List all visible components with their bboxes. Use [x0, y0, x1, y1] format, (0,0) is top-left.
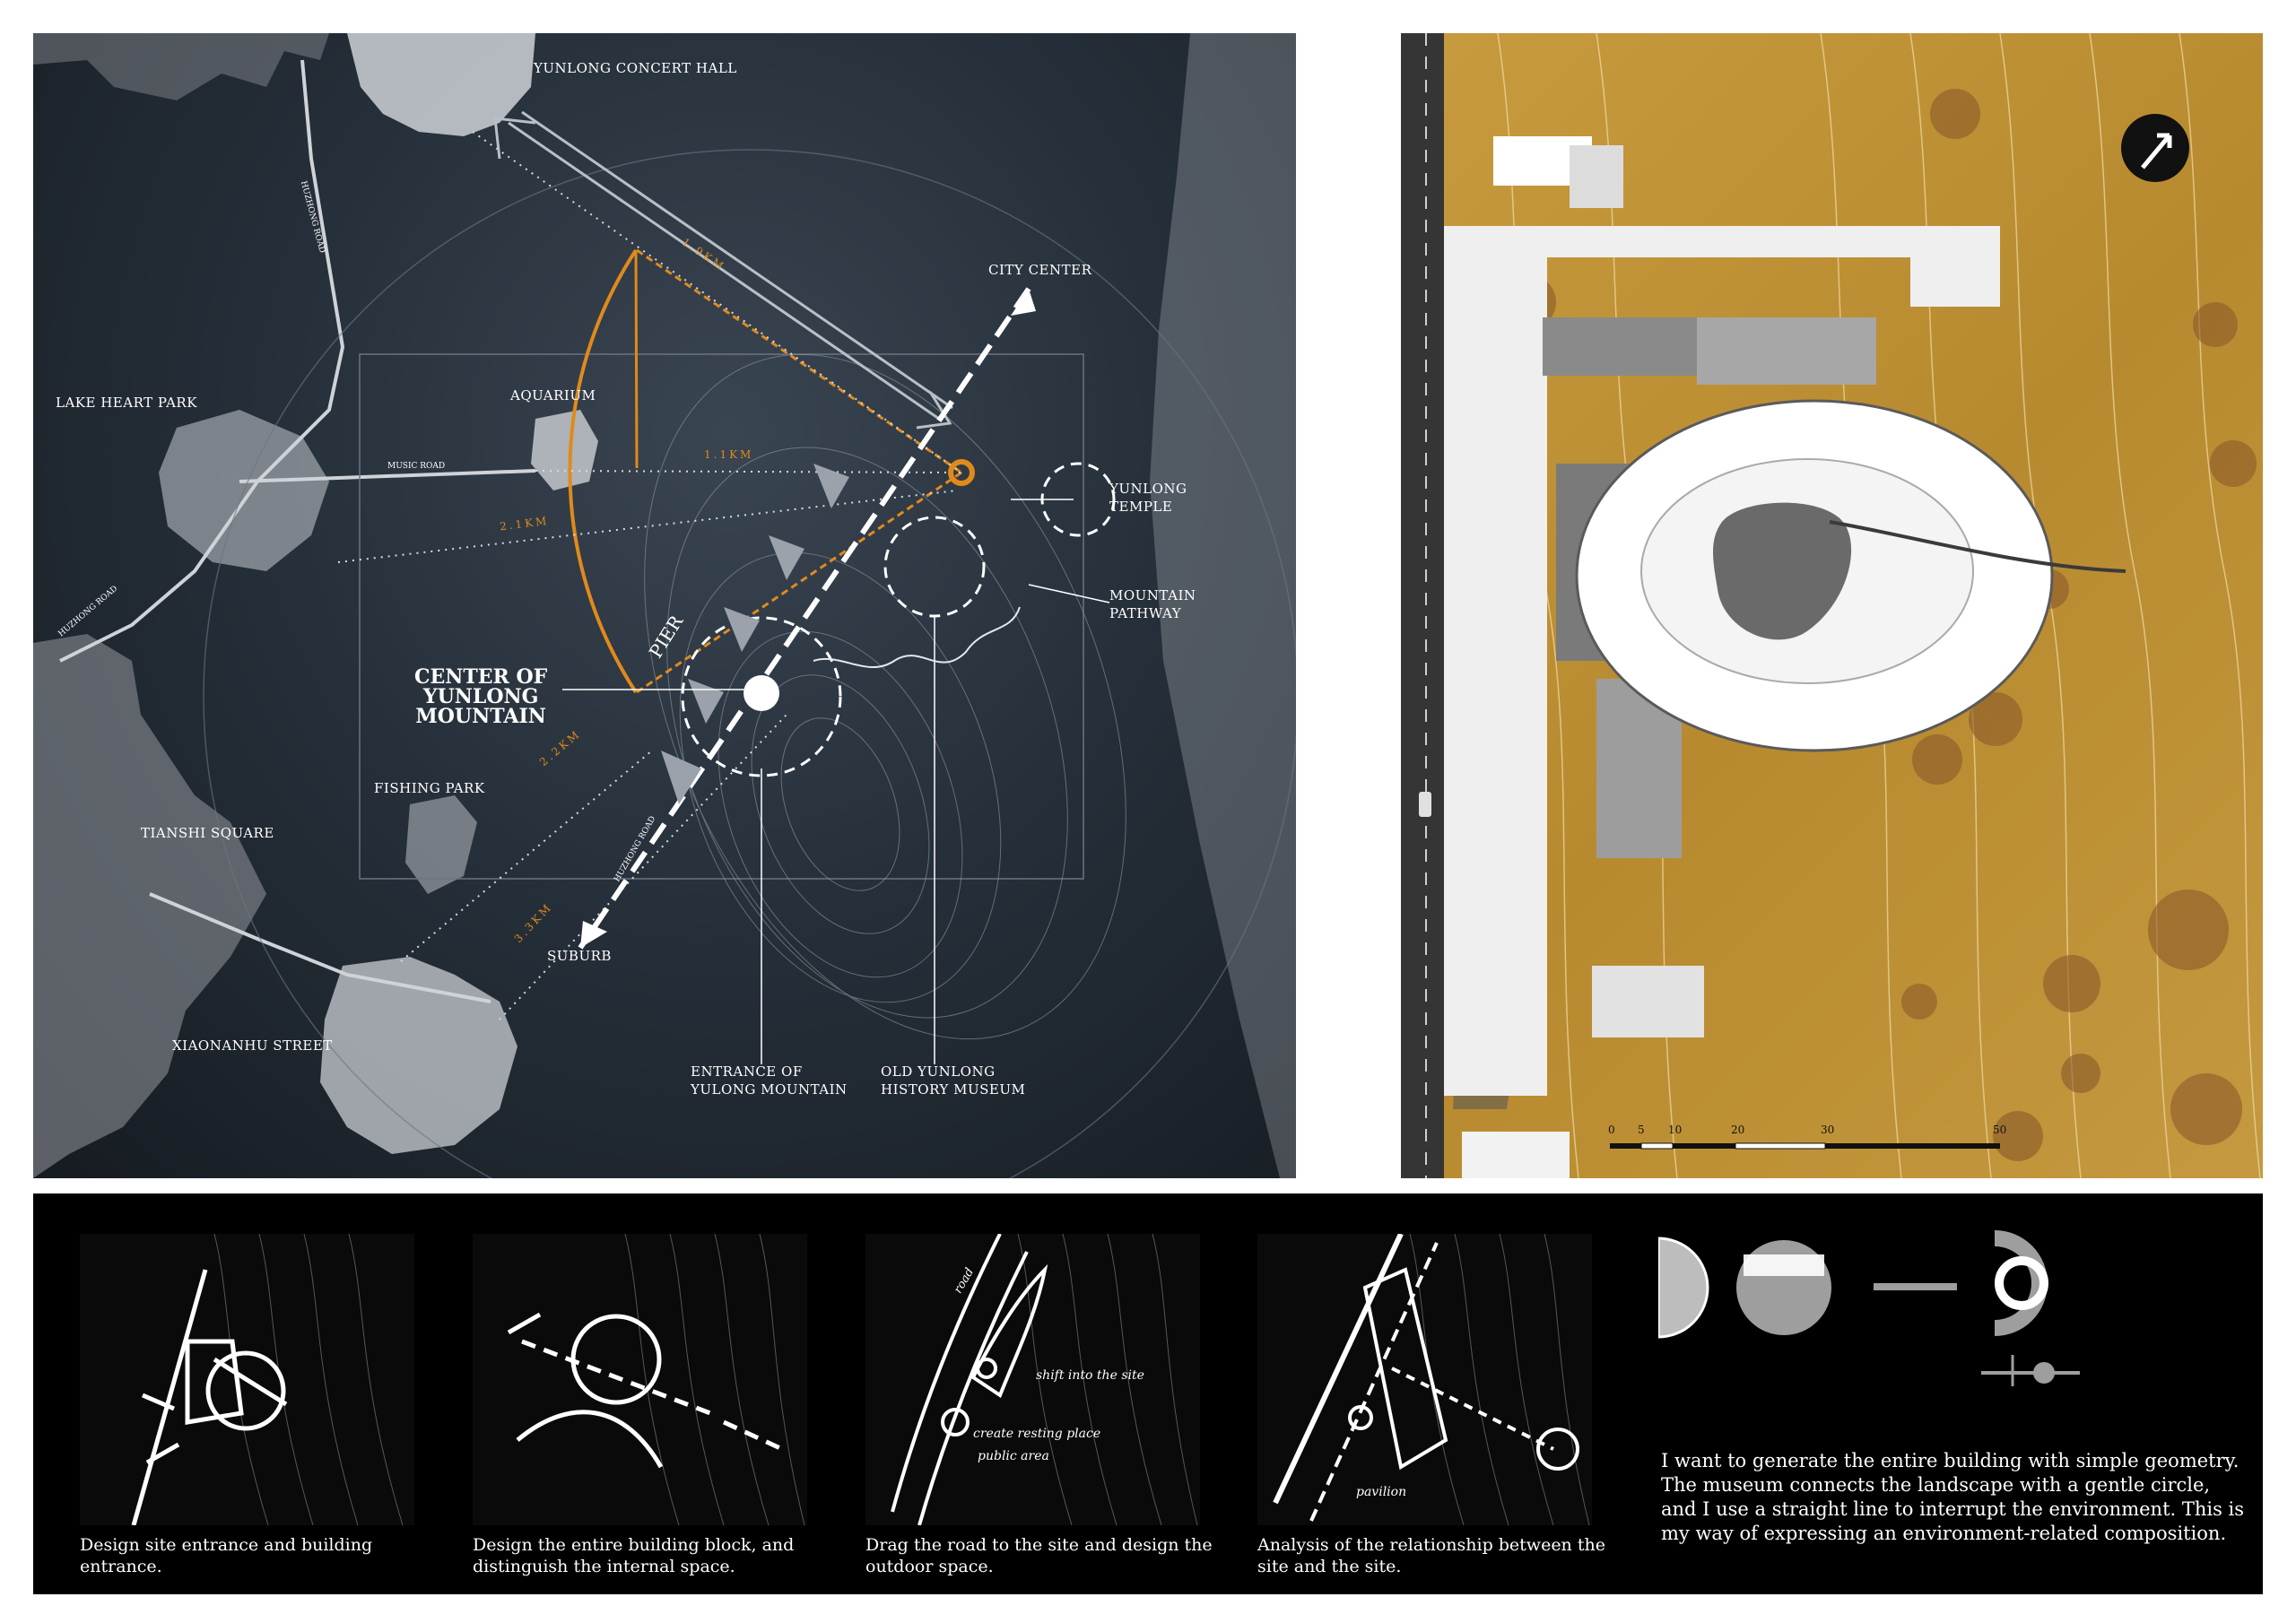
concert-arrow — [493, 110, 953, 430]
label-suburb: SUBURB — [547, 948, 612, 964]
sketch-4-caption: Analysis of the relationship between the… — [1257, 1535, 1605, 1576]
south-building — [1462, 1132, 1570, 1178]
label-fishing-park: FISHING PARK — [374, 780, 485, 796]
circle-shape — [1736, 1240, 1831, 1335]
scale-label-50: 50 — [1993, 1124, 2007, 1136]
sketch-4-drawing — [1273, 1234, 1590, 1525]
small-pavilion — [1592, 966, 1704, 1037]
label-tianshi-square: TIANSHI SQUARE — [141, 825, 274, 841]
north-arrow-icon — [2121, 114, 2189, 182]
sketch-4: pavilion — [1257, 1234, 1592, 1525]
label-center-of-mountain: CENTER OF YUNLONG MOUNTAIN — [414, 665, 548, 728]
sketch-2-caption: Design the entire building block, and di… — [473, 1535, 795, 1576]
roof-block-1 — [1543, 317, 1697, 376]
plaza — [1444, 226, 2000, 1096]
site-plan: 0 5 10 20 30 50 — [1444, 33, 2263, 1178]
contour-lines — [644, 353, 1126, 1040]
label-music-road: MUSIC ROAD — [387, 462, 446, 471]
sketch-3-note-public: public area — [978, 1449, 1049, 1463]
orange-target — [948, 459, 975, 486]
distance-lines — [337, 131, 962, 1020]
car-icon — [1419, 792, 1431, 817]
label-aquarium: AQUARIUM — [510, 387, 596, 404]
site-frame — [359, 353, 1084, 880]
sketch-1-drawing — [131, 1234, 404, 1525]
sketch-4-note-pavilion: pavilion — [1356, 1485, 1407, 1499]
scale-label-30: 30 — [1821, 1124, 1835, 1136]
land-masses — [33, 33, 1296, 1178]
sketch-3-note-resting: create resting place — [973, 1427, 1101, 1441]
courtyard — [1713, 502, 1852, 640]
scale-label-20: 20 — [1731, 1124, 1745, 1136]
scale-label-0: 0 — [1608, 1124, 1615, 1136]
bridge-line — [1829, 520, 2126, 573]
plan-graphics — [1444, 33, 2261, 1178]
sketch-2-drawing — [507, 1234, 805, 1525]
label-old-museum: OLD YUNLONG HISTORY MUSEUM — [881, 1063, 1026, 1098]
sketch-3-drawing — [891, 1234, 1198, 1525]
scale-label-10: 10 — [1668, 1124, 1683, 1136]
site-analysis-map: YUNLONG CONCERT HALL LAKE HEART PARK AQU… — [33, 33, 1296, 1178]
label-lake-heart-park: LAKE HEART PARK — [56, 395, 197, 411]
combined-arc — [1994, 1230, 2048, 1336]
mountain-center-dot — [744, 675, 779, 711]
scale-label-5: 5 — [1638, 1124, 1645, 1136]
top-panel: YUNLONG CONCERT HALL LAKE HEART PARK AQU… — [33, 33, 2263, 1178]
line-shape — [1874, 1283, 1957, 1290]
sketch-3: shift into the site create resting place… — [865, 1234, 1200, 1525]
map-graphics — [33, 33, 1296, 1178]
sketch-1 — [80, 1234, 414, 1525]
label-xiaonanhu-street: XIAONANHU STREET — [172, 1037, 333, 1054]
roof-block-2 — [1697, 317, 1876, 385]
label-concert-hall: YUNLONG CONCERT HALL — [534, 60, 737, 76]
roads — [59, 59, 536, 1003]
pier-shapes — [661, 464, 849, 804]
orange-sector — [568, 248, 962, 694]
sketch-3-note-shift: shift into the site — [1036, 1368, 1144, 1383]
label-city-center: CITY CENTER — [988, 262, 1092, 278]
label-mountain-pathway: MOUNTAIN PATHWAY — [1109, 587, 1196, 621]
sketch-2 — [473, 1234, 807, 1525]
radius-circle — [203, 149, 1296, 1178]
label-entrance: ENTRANCE OF YULONG MOUNTAIN — [691, 1063, 848, 1098]
road-centerline — [1425, 33, 1427, 1178]
main-axis — [578, 287, 1036, 950]
combined-circle — [1995, 1256, 2048, 1310]
distance-label-2: 1.1KM — [704, 448, 754, 461]
design-statement: I want to generate the entire building w… — [1661, 1450, 2245, 1544]
mountain-pathway — [813, 606, 1021, 669]
bottom-panel: Design site entrance and building entran… — [33, 1193, 2263, 1594]
geometry-diagram — [1658, 1230, 2080, 1386]
sketch-1-caption: Design site entrance and building entran… — [80, 1535, 373, 1576]
north-building-2 — [1570, 145, 1623, 208]
leader-lines — [562, 499, 1110, 1064]
sketch-3-caption: Drag the road to the site and design the… — [865, 1535, 1213, 1576]
scale-bar — [1610, 1142, 2000, 1150]
half-circle-shape — [1658, 1237, 1709, 1339]
label-yunlong-temple: YUNLONG TEMPLE — [1109, 481, 1187, 515]
